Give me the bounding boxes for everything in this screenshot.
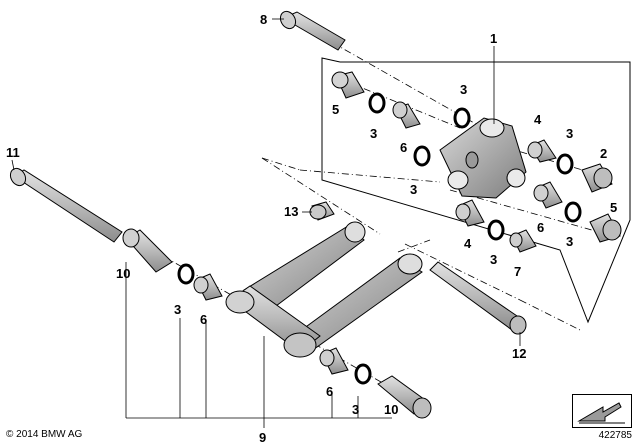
callout-3: 3 — [490, 252, 497, 267]
callout-2: 2 — [600, 146, 607, 161]
copyright-text: © 2014 BMW AG — [6, 429, 83, 440]
callout-10: 10 — [116, 266, 130, 281]
document-number: 422785 — [598, 430, 632, 441]
callout-6: 6 — [326, 384, 333, 399]
callout-3: 3 — [460, 82, 467, 97]
callout-3: 3 — [566, 234, 573, 249]
callout-5: 5 — [332, 102, 339, 117]
callout-5: 5 — [610, 200, 617, 215]
callout-3: 3 — [370, 126, 377, 141]
callout-8: 8 — [260, 12, 267, 27]
callout-9: 9 — [259, 430, 266, 445]
assembly-outline-1 — [321, 57, 631, 324]
spacer-4-top[interactable] — [527, 139, 557, 163]
sleeve-7[interactable] — [509, 229, 537, 253]
callout-6: 6 — [537, 220, 544, 235]
leader-lines — [11, 18, 521, 428]
callout-3: 3 — [352, 402, 359, 417]
spacer-4-bottom[interactable] — [455, 199, 485, 227]
bracket-1[interactable] — [439, 117, 527, 199]
callout-6: 6 — [400, 140, 407, 155]
spacer-6-right[interactable] — [533, 181, 563, 209]
callout-3: 3 — [410, 182, 417, 197]
callout-6: 6 — [200, 312, 207, 327]
linkage-9[interactable] — [225, 221, 423, 358]
callout-labels: 8 1 5 3 3 4 3 6 3 2 11 13 5 4 6 3 3 7 10… — [6, 12, 617, 445]
callout-13: 13 — [284, 204, 298, 219]
bushing-5-left[interactable] — [331, 71, 365, 99]
callout-11: 11 — [6, 145, 20, 160]
callout-4: 4 — [534, 112, 542, 127]
arrow-nav-box[interactable] — [572, 394, 632, 428]
bolt-12[interactable] — [429, 261, 527, 335]
callout-10: 10 — [384, 402, 398, 417]
bushing-10-right[interactable] — [377, 375, 432, 419]
callout-1: 1 — [490, 31, 497, 46]
bushing-2[interactable] — [581, 163, 613, 193]
spacer-6-lower-right[interactable] — [319, 347, 349, 375]
washers-3[interactable] — [177, 92, 582, 385]
bushing-10-left[interactable] — [122, 228, 173, 273]
bolt-8[interactable] — [277, 9, 346, 51]
spacer-6-lower-left[interactable] — [193, 273, 223, 301]
nut-13[interactable] — [309, 201, 335, 221]
callout-3: 3 — [566, 126, 573, 141]
bushing-5-right[interactable] — [589, 213, 622, 243]
callout-3: 3 — [174, 302, 181, 317]
callout-4: 4 — [464, 236, 472, 251]
callout-12: 12 — [512, 346, 526, 361]
callout-7: 7 — [514, 264, 521, 279]
bolt-11[interactable] — [7, 166, 123, 243]
arrow-icon — [577, 402, 625, 424]
spacer-6-top[interactable] — [392, 101, 421, 129]
